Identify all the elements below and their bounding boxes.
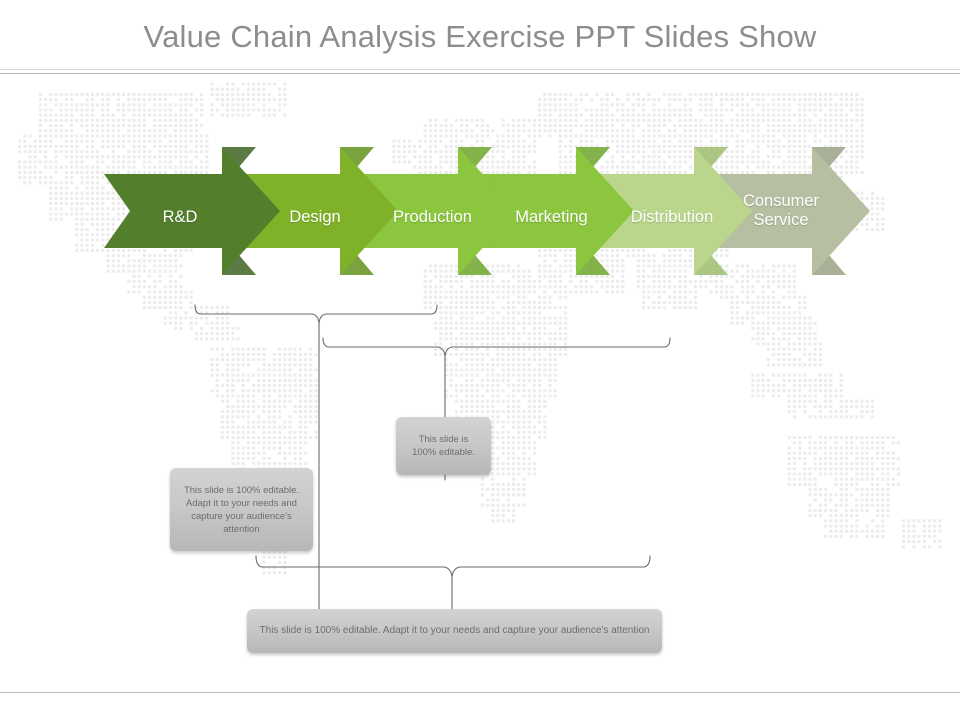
callout-middle-text: This slide is 100% editable. bbox=[412, 434, 475, 458]
header-divider-bottom bbox=[0, 73, 960, 74]
callout-box-left[interactable]: This slide is 100% editable. Adapt it to… bbox=[170, 468, 313, 551]
callout-left-text: This slide is 100% editable. Adapt it to… bbox=[183, 484, 300, 535]
footer-divider bbox=[0, 692, 960, 693]
page-title: Value Chain Analysis Exercise PPT Slides… bbox=[143, 19, 817, 54]
callout-bottom-text: This slide is 100% editable. Adapt it to… bbox=[259, 625, 650, 636]
callout-box-middle[interactable]: This slide is 100% editable. bbox=[396, 417, 491, 475]
callout-box-bottom[interactable]: This slide is 100% editable. Adapt it to… bbox=[247, 609, 662, 653]
world-map-dot-pattern bbox=[18, 82, 942, 575]
header-divider-top bbox=[0, 69, 960, 70]
